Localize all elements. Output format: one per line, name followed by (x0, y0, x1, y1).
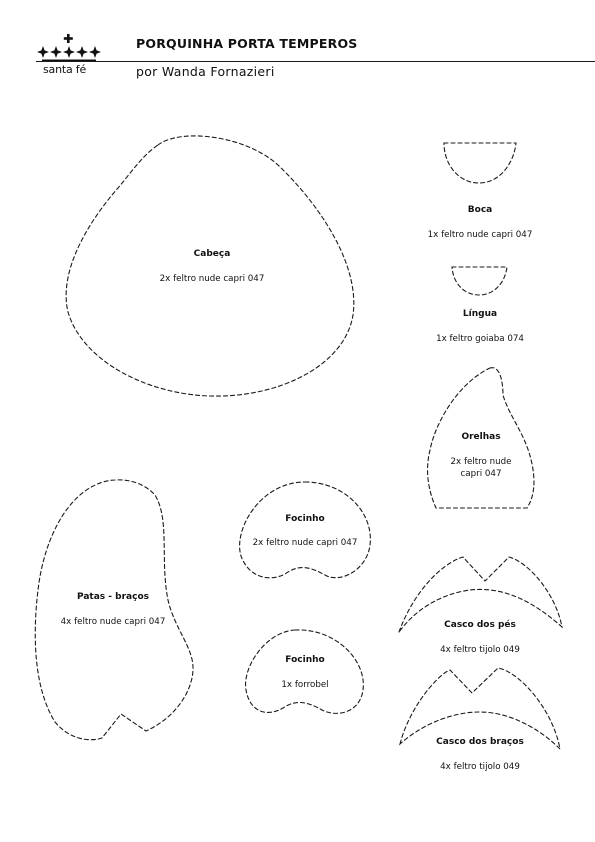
lingua-name: Língua (462, 309, 498, 319)
cabeca-outline (65, 135, 355, 397)
focinho-b-material: 1x forrobel (281, 680, 329, 690)
author-line: por Wanda Fornazieri (136, 64, 275, 79)
casco-pes-name: Casco dos pés (444, 620, 516, 630)
casco-pes-material: 4x feltro tijolo 049 (440, 645, 520, 655)
lingua-outline (451, 266, 508, 296)
orelhas-material-line1: 2x feltro nude (450, 457, 512, 467)
boca-name: Boca (467, 205, 493, 215)
brand-name: santa fé (43, 63, 87, 76)
focinho-a-name: Focinho (285, 514, 325, 524)
boca-material: 1x feltro nude capri 047 (427, 230, 533, 240)
focinho-a-material: 2x feltro nude capri 047 (252, 538, 358, 548)
cabeca-name: Cabeça (193, 249, 231, 259)
boca-outline (443, 142, 517, 184)
patas-material: 4x feltro nude capri 047 (60, 617, 166, 627)
header-divider (36, 61, 595, 62)
casco-bracos-name: Casco dos braços (436, 737, 524, 747)
lingua-material: 1x feltro goiaba 074 (436, 334, 524, 344)
casco-pes-outline (398, 556, 563, 633)
page-title: PORQUINHA PORTA TEMPEROS (136, 36, 358, 51)
casco-bracos-outline (399, 667, 561, 751)
casco-bracos-material: 4x feltro tijolo 049 (440, 762, 520, 772)
cabeca-material: 2x feltro nude capri 047 (159, 274, 265, 284)
orelhas-material-line2: capri 047 (460, 469, 502, 479)
santa-fe-logo (37, 34, 101, 62)
orelhas-name: Orelhas (461, 432, 501, 442)
orelhas-outline (427, 367, 535, 509)
patas-name: Patas - braços (77, 592, 149, 602)
focinho-a-outline (239, 481, 371, 579)
focinho-b-outline (245, 629, 364, 714)
patas-outline (34, 479, 194, 741)
focinho-b-name: Focinho (285, 655, 325, 665)
